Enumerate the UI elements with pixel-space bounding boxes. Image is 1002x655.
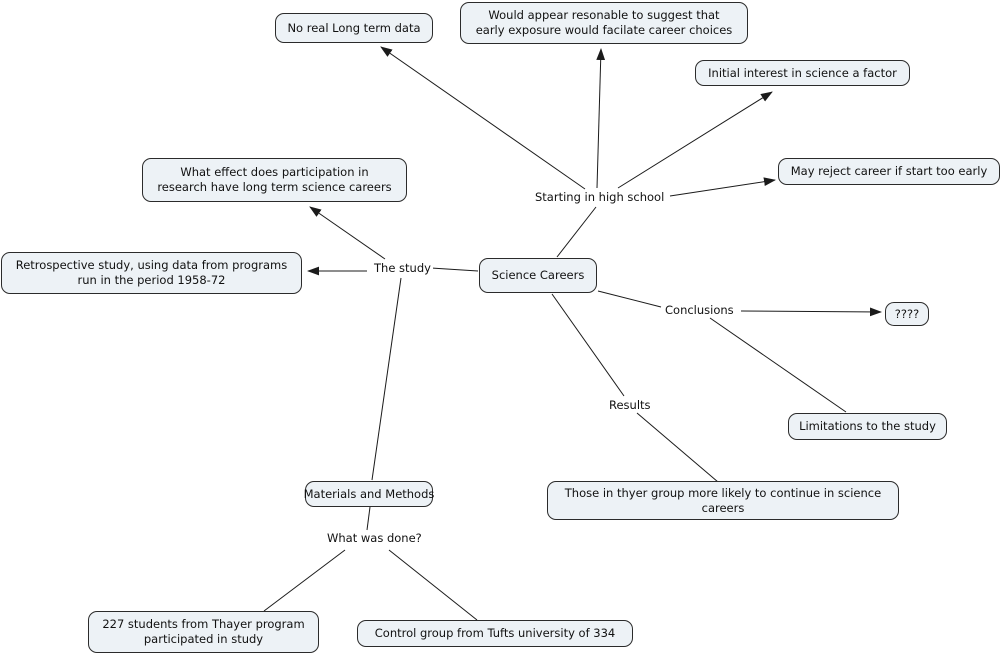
- node-control-group[interactable]: Control group from Tufts university of 3…: [357, 620, 633, 647]
- node-initial-interest[interactable]: Initial interest in science a factor: [695, 60, 910, 86]
- node-227-students[interactable]: 227 students from Thayer program partici…: [88, 611, 319, 653]
- node-would-appear-reasonable[interactable]: Would appear resonable to suggest that e…: [460, 2, 748, 44]
- edge-study-to-what-effect: [309, 206, 386, 260]
- edge-starting-to-initial-interest: [617, 91, 773, 189]
- edge-starting-to-may-reject: [669, 177, 776, 197]
- node-science-careers[interactable]: Science Careers: [479, 258, 597, 293]
- node-those-in-thyer-group[interactable]: Those in thyer group more likely to cont…: [547, 481, 899, 520]
- edge-starting-to-no-long-term-data: [380, 46, 586, 190]
- node-no-long-term-data[interactable]: No real Long term data: [275, 13, 433, 43]
- node-retrospective-study[interactable]: Retrospective study, using data from pro…: [1, 252, 302, 294]
- edge-what-was-done-to-control: [388, 549, 478, 621]
- linking-phrase-conclusions[interactable]: Conclusions: [663, 303, 736, 317]
- edge-science-to-the-study: [430, 267, 479, 272]
- edge-science-to-results: [551, 293, 625, 397]
- node-may-reject-career[interactable]: May reject career if start too early: [778, 158, 1000, 185]
- edge-conclusions-to-unknown: [740, 307, 882, 317]
- linking-phrase-the-study[interactable]: The study: [372, 261, 433, 275]
- edge-what-was-done-to-students: [263, 549, 346, 612]
- edge-science-to-conclusions: [597, 290, 662, 308]
- node-materials-and-methods[interactable]: Materials and Methods: [304, 481, 434, 507]
- node-limitations[interactable]: Limitations to the study: [788, 413, 947, 440]
- node-what-effect-question[interactable]: What effect does participation in resear…: [142, 158, 407, 202]
- edge-study-to-materials: [371, 277, 402, 481]
- edge-results-to-those-in-thyer: [636, 412, 719, 483]
- node-unknown-conclusion[interactable]: ????: [885, 302, 929, 326]
- edge-science-to-starting: [556, 206, 597, 258]
- edge-conclusions-to-limitations: [709, 317, 847, 413]
- linking-phrase-what-was-done[interactable]: What was done?: [325, 531, 424, 545]
- edge-materials-to-what-was-done: [366, 506, 371, 531]
- linking-phrase-starting-in-high-school[interactable]: Starting in high school: [533, 190, 667, 204]
- linking-phrase-results[interactable]: Results: [607, 398, 653, 412]
- edge-starting-to-would-appear: [596, 48, 606, 189]
